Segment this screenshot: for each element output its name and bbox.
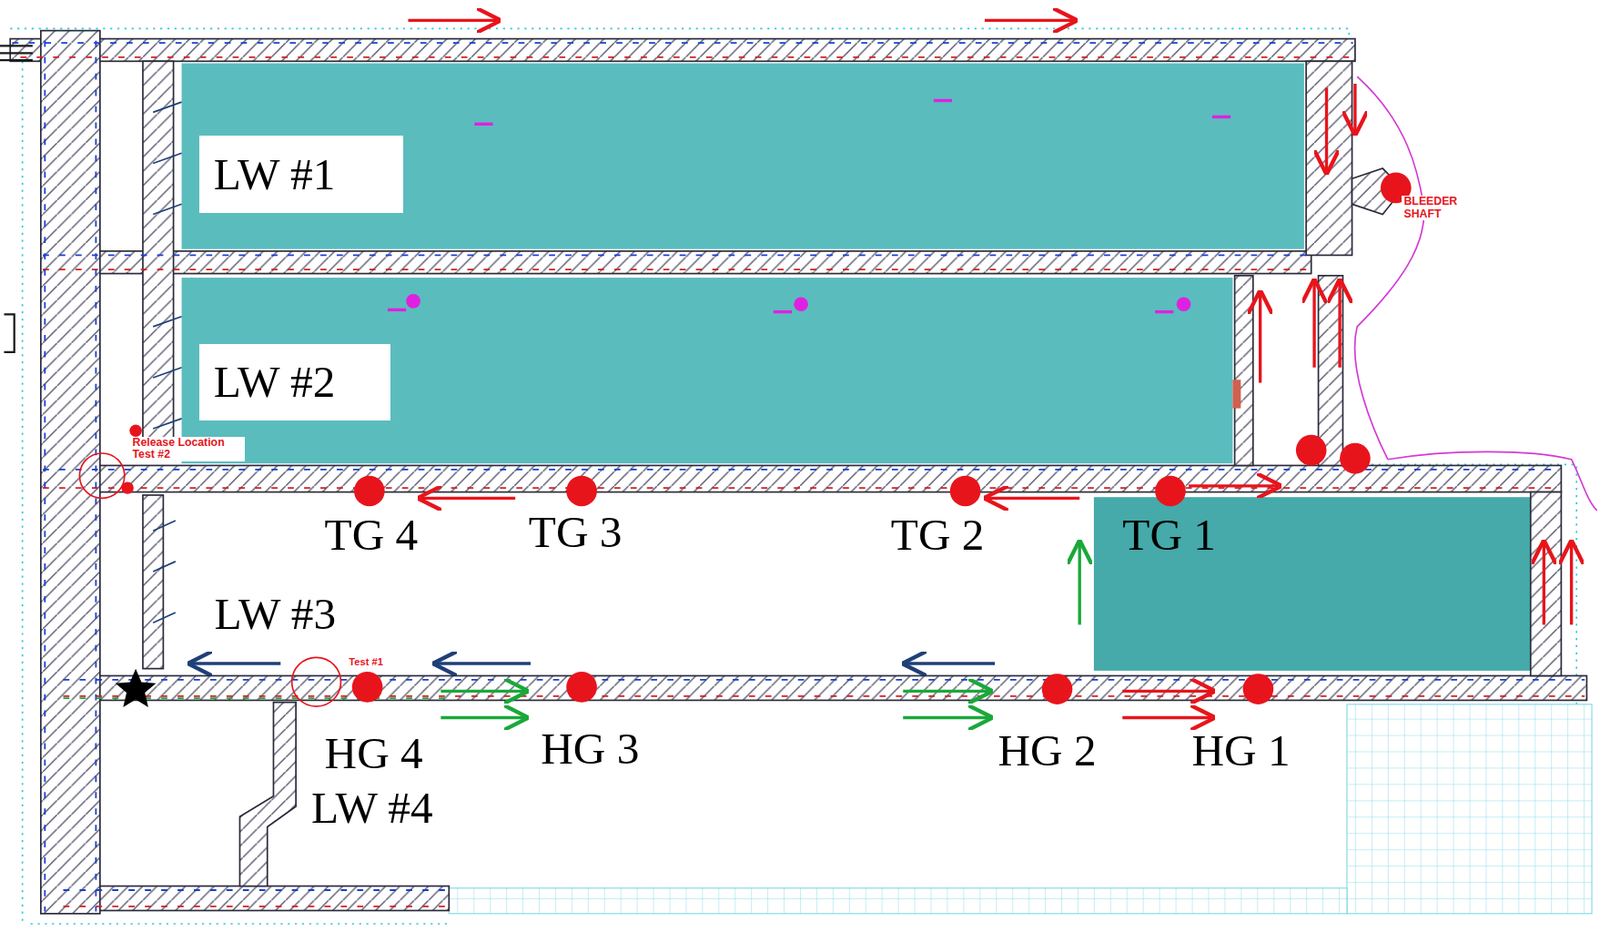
- map-note: Release Location Test #2: [131, 436, 245, 462]
- gate-label: HG 4: [324, 729, 424, 779]
- panel-label-box: LW #1: [199, 135, 404, 213]
- gate-label: HG 3: [540, 724, 639, 774]
- panel-name: LW #1: [213, 150, 404, 200]
- gate-label: TG 3: [528, 507, 623, 557]
- gate-label: HG 1: [1192, 726, 1291, 776]
- gate-label: TG 1: [1122, 510, 1216, 560]
- panel-name: LW #2: [213, 357, 392, 407]
- gate-label: LW #4: [311, 783, 434, 833]
- gate-label: TG 4: [324, 510, 419, 560]
- panel-label-box: LW #2: [199, 344, 392, 421]
- gate-label: TG 2: [891, 510, 985, 560]
- map-note: Test #1: [346, 656, 385, 668]
- gate-label: LW #3: [213, 589, 336, 639]
- gate-label: HG 2: [998, 726, 1097, 776]
- map-note: BLEEDER SHAFT: [1401, 195, 1459, 221]
